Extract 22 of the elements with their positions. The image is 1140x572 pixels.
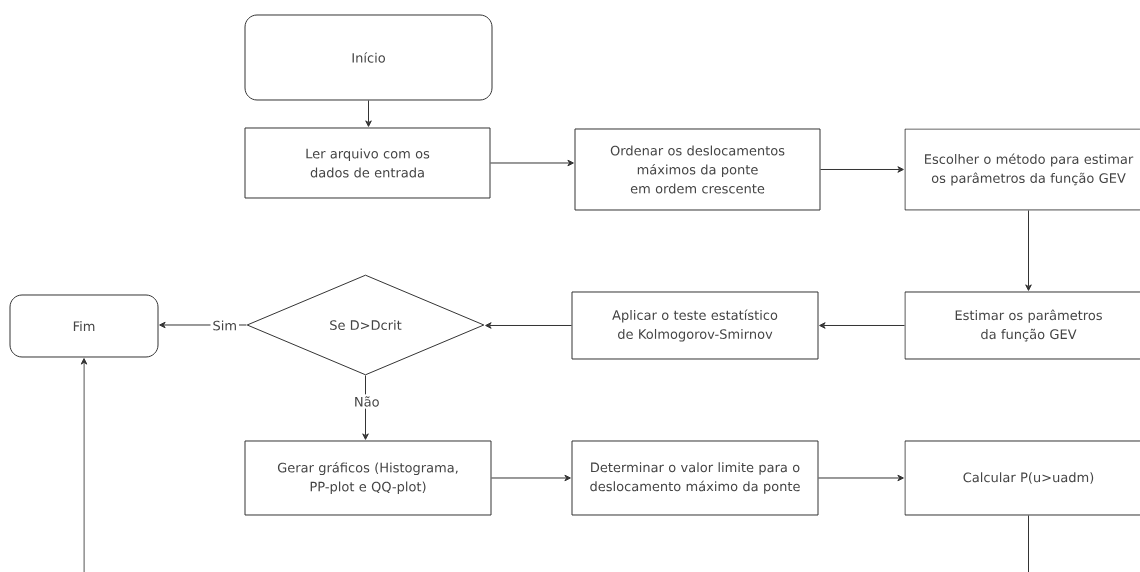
process-box: Aplicar o teste estatístico de Kolmogorov-Smirnov — [571, 291, 819, 360]
arrow — [818, 474, 904, 482]
process-box: Gerar gráficos (Histograma, PP-plot e QQ-plot) — [244, 440, 492, 516]
arrow — [491, 474, 571, 482]
arrow — [485, 322, 572, 329]
arrow — [819, 322, 905, 329]
process-box: Escolher o método para estimar os parâmetros da função GEV — [904, 128, 1140, 211]
edge-label: Não — [351, 394, 382, 409]
process-box: Determinar o valor limite para o deslocamento máximo da ponte — [571, 440, 819, 516]
arrow — [1025, 210, 1032, 291]
process-box: Ordenar os deslocamentos máximos da ponte em ordem crescente — [574, 128, 821, 211]
process-box: Ler arquivo com os dados de entrada — [244, 127, 491, 199]
process-box: Calcular P(u>uadm) — [904, 440, 1140, 516]
arrow — [365, 100, 372, 127]
arrow — [820, 166, 904, 173]
arrow — [80, 358, 1029, 572]
process-box: Estimar os parâmetros da função GEV — [904, 291, 1140, 360]
arrow — [362, 375, 369, 440]
edge-label: Sim — [210, 318, 240, 333]
arrow — [490, 159, 574, 167]
terminal-box: Início — [244, 14, 493, 101]
terminal-box: Fim — [9, 294, 159, 358]
